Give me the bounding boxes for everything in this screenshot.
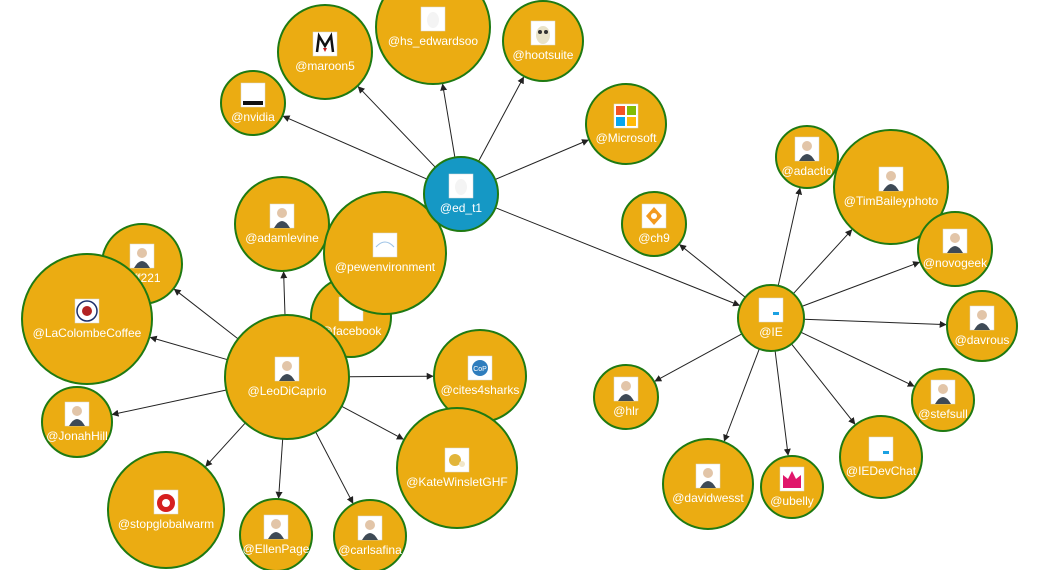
node-hootsuite[interactable]: @hootsuite xyxy=(502,0,584,82)
ie-logo-icon xyxy=(758,297,784,323)
edge-ed_t1-hootsuite xyxy=(478,76,525,162)
ie-dev-logo-icon xyxy=(868,436,894,462)
node-carlsafina[interactable]: @carlsafina xyxy=(333,499,407,570)
person-photo-icon xyxy=(930,379,956,405)
edge-ed_t1-nvidia xyxy=(282,115,428,180)
person-photo-icon xyxy=(613,376,639,402)
node-ch9[interactable]: @ch9 xyxy=(621,191,687,257)
pew-logo-icon xyxy=(372,232,398,258)
person-photo-icon xyxy=(64,401,90,427)
node-Microsoft[interactable]: @Microsoft xyxy=(585,83,667,165)
edge-ed_t1-Microsoft xyxy=(494,139,589,180)
windows-logo-icon xyxy=(613,103,639,129)
edge-ed_t1-maroon5 xyxy=(357,86,436,168)
node-novogeek[interactable]: @novogeek xyxy=(917,211,993,287)
node-davidwesst[interactable]: @davidwesst xyxy=(662,438,754,530)
node-davrous[interactable]: @davrous xyxy=(946,290,1018,362)
node-ubelly[interactable]: @ubelly xyxy=(760,455,824,519)
edge-IE-adactio xyxy=(777,187,803,286)
maroon5-logo-icon xyxy=(312,31,338,57)
node-EllenPage[interactable]: @EllenPage xyxy=(239,498,313,570)
node-circle[interactable] xyxy=(375,0,491,85)
person-photo-icon xyxy=(794,136,820,162)
person-photo-icon xyxy=(274,356,300,382)
person-photo-icon xyxy=(969,305,995,331)
node-IEDevChat[interactable]: @IEDevChat xyxy=(839,415,923,499)
person-photo-icon xyxy=(878,166,904,192)
edge-LeoDiCaprio-ruff221 xyxy=(173,288,239,340)
bird-logo-icon xyxy=(444,447,470,473)
edge-IE-TimBaileyphoto xyxy=(792,229,853,295)
svg-text:CoP: CoP xyxy=(473,366,487,373)
node-cites4sharks[interactable]: CoP@cites4sharks xyxy=(433,329,527,423)
egg-avatar-icon xyxy=(420,6,446,32)
person-photo-icon xyxy=(942,228,968,254)
edge-LeoDiCaprio-LaColombeCoffee xyxy=(149,335,228,361)
coffee-logo-icon xyxy=(74,298,100,324)
edge-IE-hlr xyxy=(654,333,743,382)
node-layer: @maroon5@hs_edwardsoo@hootsuite @nvidia @M… xyxy=(21,0,1018,570)
person-photo-icon xyxy=(357,515,383,541)
cop-logo-icon: CoP xyxy=(467,355,493,381)
node-KateWinsletGHF[interactable]: @KateWinsletGHF xyxy=(396,407,518,529)
edge-IE-IEDevChat xyxy=(791,343,856,425)
edge-LeoDiCaprio-cites4sharks xyxy=(348,372,434,380)
edge-ed_t1-hs_edwardsoo xyxy=(440,83,456,158)
egg-avatar-icon xyxy=(448,173,474,199)
edge-IE-ch9 xyxy=(679,244,746,298)
person-photo-icon xyxy=(269,203,295,229)
node-stefsull[interactable]: @stefsull xyxy=(911,368,975,432)
edge-IE-stefsull xyxy=(800,331,915,387)
node-adamlevine[interactable]: @adamlevine xyxy=(234,176,330,272)
node-hs_edwardsoo[interactable]: @hs_edwardsoo xyxy=(375,0,491,85)
edge-LeoDiCaprio-EllenPage xyxy=(275,438,284,499)
node-maroon5[interactable]: @maroon5 xyxy=(277,4,373,100)
globe-logo-icon xyxy=(153,489,179,515)
person-photo-icon xyxy=(695,463,721,489)
edge-ed_t1-IE xyxy=(495,207,741,307)
person-photo-icon xyxy=(129,243,155,269)
edge-layer xyxy=(111,76,947,504)
node-ed_t1[interactable]: @ed_t1 xyxy=(423,156,499,232)
node-IE[interactable]: @IE xyxy=(737,284,805,352)
node-nvidia[interactable]: @nvidia xyxy=(220,70,286,136)
node-LaColombeCoffee[interactable]: @LaColombeCoffee xyxy=(21,253,153,385)
edge-LeoDiCaprio-carlsafina xyxy=(315,431,354,504)
ch9-logo-icon xyxy=(641,203,667,229)
nvidia-logo-icon xyxy=(240,82,266,108)
node-adactio[interactable]: @adactio xyxy=(775,125,839,189)
edge-LeoDiCaprio-KateWinsletGHF xyxy=(341,405,404,440)
node-stopglobalwarm[interactable]: @stopglobalwarm xyxy=(107,451,225,569)
edge-IE-ubelly xyxy=(774,350,791,456)
node-TimBaileyphoto[interactable]: @TimBaileyphoto xyxy=(833,129,949,245)
node-JonahHill[interactable]: @JonahHill xyxy=(41,386,113,458)
edge-LeoDiCaprio-adamlevine xyxy=(280,271,288,316)
node-hlr[interactable]: @hlr xyxy=(593,364,659,430)
node-LeoDiCaprio[interactable]: @LeoDiCaprio xyxy=(224,314,350,440)
edge-LeoDiCaprio-stopglobalwarm xyxy=(205,422,246,467)
edge-LeoDiCaprio-JonahHill xyxy=(111,389,227,417)
person-photo-icon xyxy=(263,514,289,540)
ubelly-logo-icon xyxy=(779,466,805,492)
edge-IE-novogeek xyxy=(801,261,921,307)
owl-logo-icon xyxy=(530,20,556,46)
edge-IE-davidwesst xyxy=(723,348,760,442)
edge-IE-davrous xyxy=(803,318,947,328)
